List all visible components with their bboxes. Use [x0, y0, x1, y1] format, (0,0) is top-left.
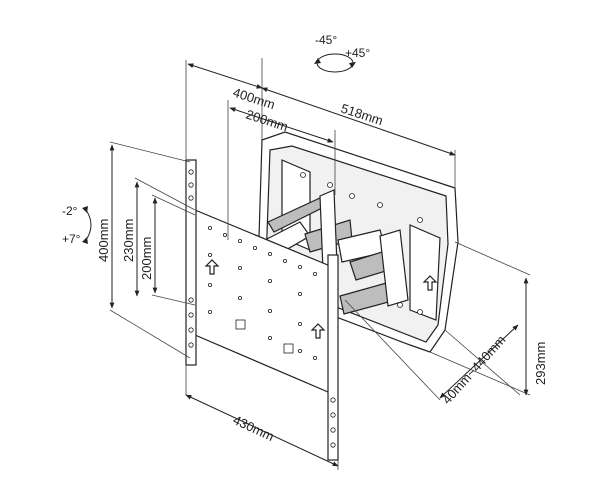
- swivel-right-label: +45°: [345, 46, 370, 60]
- width-200-label: 200mm: [244, 107, 290, 135]
- height-230-label: 230mm: [121, 219, 136, 262]
- tilt-down-label: +7°: [62, 232, 81, 246]
- width-430-label: 430mm: [231, 412, 277, 444]
- height-293-label: 293mm: [533, 342, 548, 385]
- tilt-up-label: -2°: [62, 204, 78, 218]
- width-518-label: 518mm: [339, 101, 385, 129]
- height-200-label: 200mm: [139, 237, 154, 280]
- swivel-left-label: -45°: [315, 33, 337, 47]
- rotation-arrow-icon: [314, 53, 356, 73]
- up-arrow-icon: [422, 275, 438, 291]
- up-arrow-icon: [310, 323, 326, 339]
- extension-label: 40mm~440mm: [439, 332, 508, 407]
- height-400-label: 400mm: [96, 219, 111, 262]
- dimension-lines: [109, 58, 531, 470]
- vesa-plate: [194, 209, 336, 396]
- tilt-arrow-icon: [82, 206, 92, 244]
- up-arrow-icon: [204, 259, 220, 275]
- vertical-rails: [185, 159, 339, 461]
